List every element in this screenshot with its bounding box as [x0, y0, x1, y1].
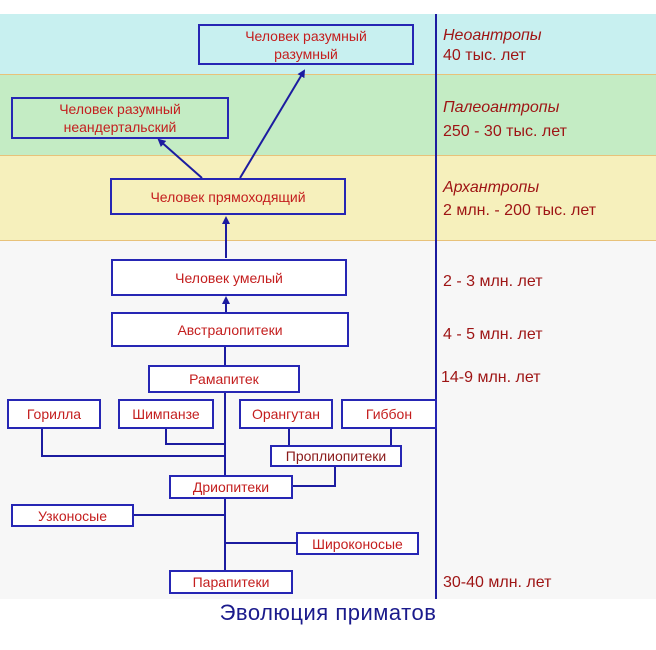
node-homo-neanderthalensis: Человек разумный неандертальский — [11, 97, 229, 139]
period-neoanthropes: Неоантропы 40 тыс. лет — [443, 26, 542, 66]
diagram-title: Эволюция приматов — [219, 600, 437, 625]
node-dryopithecus: Дриопитеки — [169, 475, 293, 499]
node-catarrhini: Узконосые — [11, 504, 134, 527]
period-name: Палеоантропы — [443, 99, 560, 116]
node-gorilla: Горилла — [7, 399, 101, 429]
node-homo-erectus: Человек прямоходящий — [110, 178, 346, 215]
node-gibbon: Гиббон — [341, 399, 437, 429]
node-propliopithecus: Проплиопитеки — [270, 445, 402, 467]
node-ramapithecus: Рамапитек — [148, 365, 300, 393]
band-archanthropes — [0, 156, 656, 241]
node-homo-habilis: Человек умелый — [111, 259, 347, 296]
period-archanthropes: Архантропы 2 млн. - 200 тыс. лет — [443, 178, 596, 221]
node-homo-sapiens-sapiens: Человек разумный разумный — [198, 24, 414, 65]
edge-chimpanzee — [165, 429, 225, 445]
node-orangutan: Орангутан — [239, 399, 333, 429]
node-platyrrhini: Широконосые — [296, 532, 419, 555]
period-time: 2 млн. - 200 тыс. лет — [443, 202, 597, 219]
period-name: Неоантропы — [443, 27, 542, 44]
edge-erectus-to-neanderthal — [157, 138, 203, 179]
period-parapithecus-time: 30-40 млн. лет — [443, 574, 552, 591]
edge-propliopith-dryopith — [292, 467, 336, 487]
node-parapithecus: Парапитеки — [169, 570, 293, 594]
period-australopithecus-time: 4 - 5 млн. лет — [443, 326, 543, 343]
timeline-axis — [435, 14, 437, 599]
period-name: Архантропы — [443, 179, 540, 196]
period-time: 250 - 30 тыс. лет — [443, 123, 567, 140]
node-chimpanzee: Шимпанзе — [118, 399, 214, 429]
band-paleoanthropes — [0, 75, 656, 156]
node-australopithecus: Австралопитеки — [111, 312, 349, 347]
period-habilis-time: 2 - 3 млн. лет — [443, 273, 543, 290]
edge-erectus-to-sapiens — [239, 69, 306, 179]
edge-gorilla — [41, 429, 225, 457]
period-ramapithecus-time: 14-9 млн. лет — [441, 369, 541, 386]
period-time: 40 тыс. лет — [443, 47, 526, 64]
period-paleoanthropes: Палеоантропы 250 - 30 тыс. лет — [443, 98, 567, 142]
